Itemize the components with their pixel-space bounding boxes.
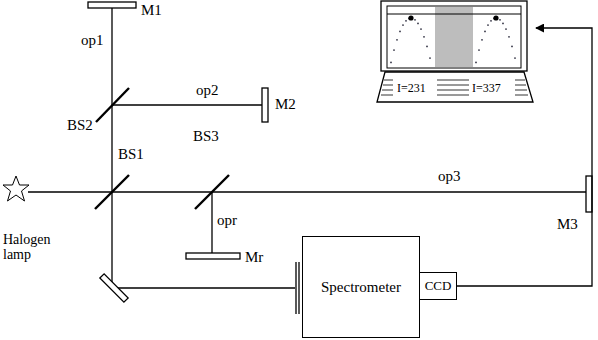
spectrometer-box: Spectrometer bbox=[302, 236, 420, 338]
mirror bbox=[262, 88, 268, 122]
intensity-readout: I=231 bbox=[395, 82, 428, 95]
ccd-box: CCD bbox=[419, 272, 457, 300]
beam-splitter bbox=[96, 88, 129, 122]
mirror-label: Mr bbox=[244, 249, 264, 266]
splitter-label: BS1 bbox=[117, 146, 145, 163]
mirror bbox=[586, 176, 592, 212]
mirror bbox=[186, 253, 240, 259]
optical-path bbox=[112, 104, 262, 105]
path-label: op2 bbox=[195, 82, 220, 99]
splitter-label: BS2 bbox=[66, 117, 94, 134]
splitter-label: BS3 bbox=[192, 128, 220, 145]
lamp-symbol bbox=[3, 176, 29, 201]
detector-name: CCD bbox=[425, 279, 452, 293]
mirror bbox=[88, 2, 136, 8]
signal-line bbox=[457, 28, 592, 286]
lamp-label: Halogen lamp bbox=[2, 232, 64, 263]
optical-path bbox=[114, 287, 295, 288]
beam-splitter bbox=[95, 175, 129, 209]
mirror-label: M2 bbox=[274, 96, 297, 113]
path-label: opr bbox=[216, 212, 238, 229]
intensity-readout: I=337 bbox=[470, 82, 503, 95]
laptop-outline bbox=[375, 0, 535, 104]
instrument-name: Spectrometer bbox=[321, 279, 401, 296]
path-label: op3 bbox=[437, 168, 462, 185]
path-label: op1 bbox=[80, 32, 105, 49]
entrance-slit bbox=[298, 262, 299, 314]
optical-path bbox=[111, 8, 112, 282]
mirror-label: M1 bbox=[140, 2, 163, 19]
laptop-display: I=231 I=337 bbox=[375, 0, 535, 104]
beam-splitter bbox=[195, 175, 229, 209]
mirror-label: M3 bbox=[556, 216, 579, 233]
fold-mirror bbox=[100, 274, 128, 302]
entrance-slit bbox=[295, 262, 296, 314]
optical-path bbox=[211, 192, 212, 253]
